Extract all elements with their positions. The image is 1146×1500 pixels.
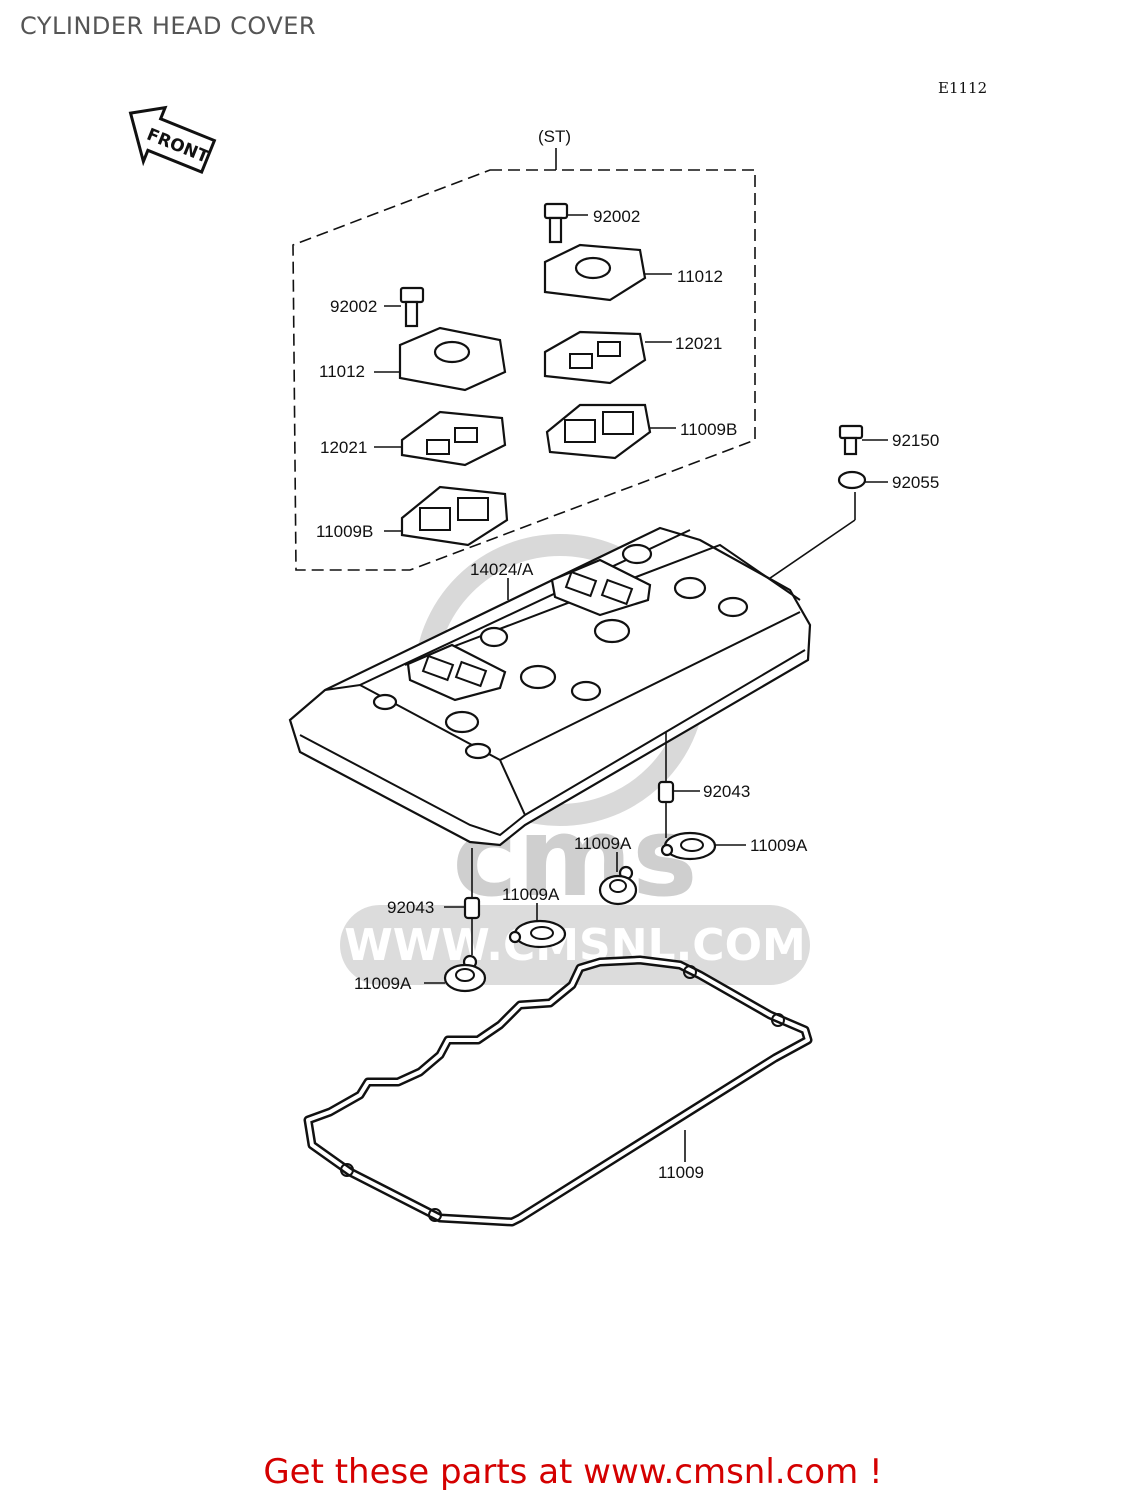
callout-11009b-left: 11009B bbox=[316, 522, 373, 541]
callout-11009a-left: 11009A bbox=[354, 974, 412, 993]
callout-92002-right: 92002 bbox=[593, 207, 640, 226]
callout-12021-left: 12021 bbox=[320, 438, 367, 457]
gasket-11009b-left bbox=[384, 485, 509, 547]
gasket-11009b-right bbox=[545, 403, 676, 460]
grommet-11009a-center bbox=[598, 852, 638, 906]
front-arrow-icon: FRONT bbox=[128, 105, 217, 175]
callout-14024a: 14024/A bbox=[470, 560, 534, 579]
footer-shop-link[interactable]: Get these parts at www.cmsnl.com ! bbox=[263, 1452, 883, 1492]
grommet-11009a-right bbox=[660, 831, 746, 861]
grommet-11009a-left bbox=[424, 954, 487, 993]
st-set-box: (ST) bbox=[292, 127, 756, 571]
callout-11009a-right: 11009A bbox=[750, 836, 808, 855]
callout-11009a-center: 11009A bbox=[574, 834, 632, 853]
callout-12021-right: 12021 bbox=[675, 334, 722, 353]
callout-11009: 11009 bbox=[658, 1163, 704, 1182]
grommet-11009a-mid bbox=[508, 903, 567, 949]
callout-92055: 92055 bbox=[892, 473, 939, 492]
st-label: (ST) bbox=[538, 127, 571, 146]
head-cover-gasket-11009 bbox=[303, 955, 813, 1227]
washer-92055 bbox=[759, 470, 888, 586]
reed-plate-12021-left bbox=[374, 410, 507, 467]
callout-92150: 92150 bbox=[892, 431, 939, 450]
watermark-url: WWW.CMSNL.COM bbox=[344, 920, 806, 971]
bolt-92150 bbox=[838, 424, 888, 456]
callout-11009b-right: 11009B bbox=[680, 420, 737, 439]
callout-11012-right: 11012 bbox=[677, 267, 723, 286]
cylinder-head-cover-14024a bbox=[288, 526, 812, 847]
callout-92043-left: 92043 bbox=[387, 898, 434, 917]
bolt-92002-right bbox=[543, 202, 588, 244]
page-title: CYLINDER HEAD COVER bbox=[20, 12, 317, 40]
breather-cover-11012-right bbox=[543, 243, 672, 302]
dowel-92043-right bbox=[657, 732, 700, 838]
bolt-92002-left bbox=[384, 286, 425, 328]
callout-92043-right: 92043 bbox=[703, 782, 750, 801]
dowel-92043-left bbox=[444, 848, 481, 955]
exploded-parts-diagram: cms WWW.CMSNL.COM E1112 FRONT (ST) bbox=[128, 79, 987, 1227]
breather-cover-11012-left bbox=[374, 326, 507, 392]
callout-11009a-mid: 11009A bbox=[502, 885, 560, 904]
reed-plate-12021-right bbox=[543, 330, 672, 385]
callout-92002-left: 92002 bbox=[330, 297, 377, 316]
callout-11012-left: 11012 bbox=[319, 362, 365, 381]
diagram-code: E1112 bbox=[938, 79, 987, 97]
